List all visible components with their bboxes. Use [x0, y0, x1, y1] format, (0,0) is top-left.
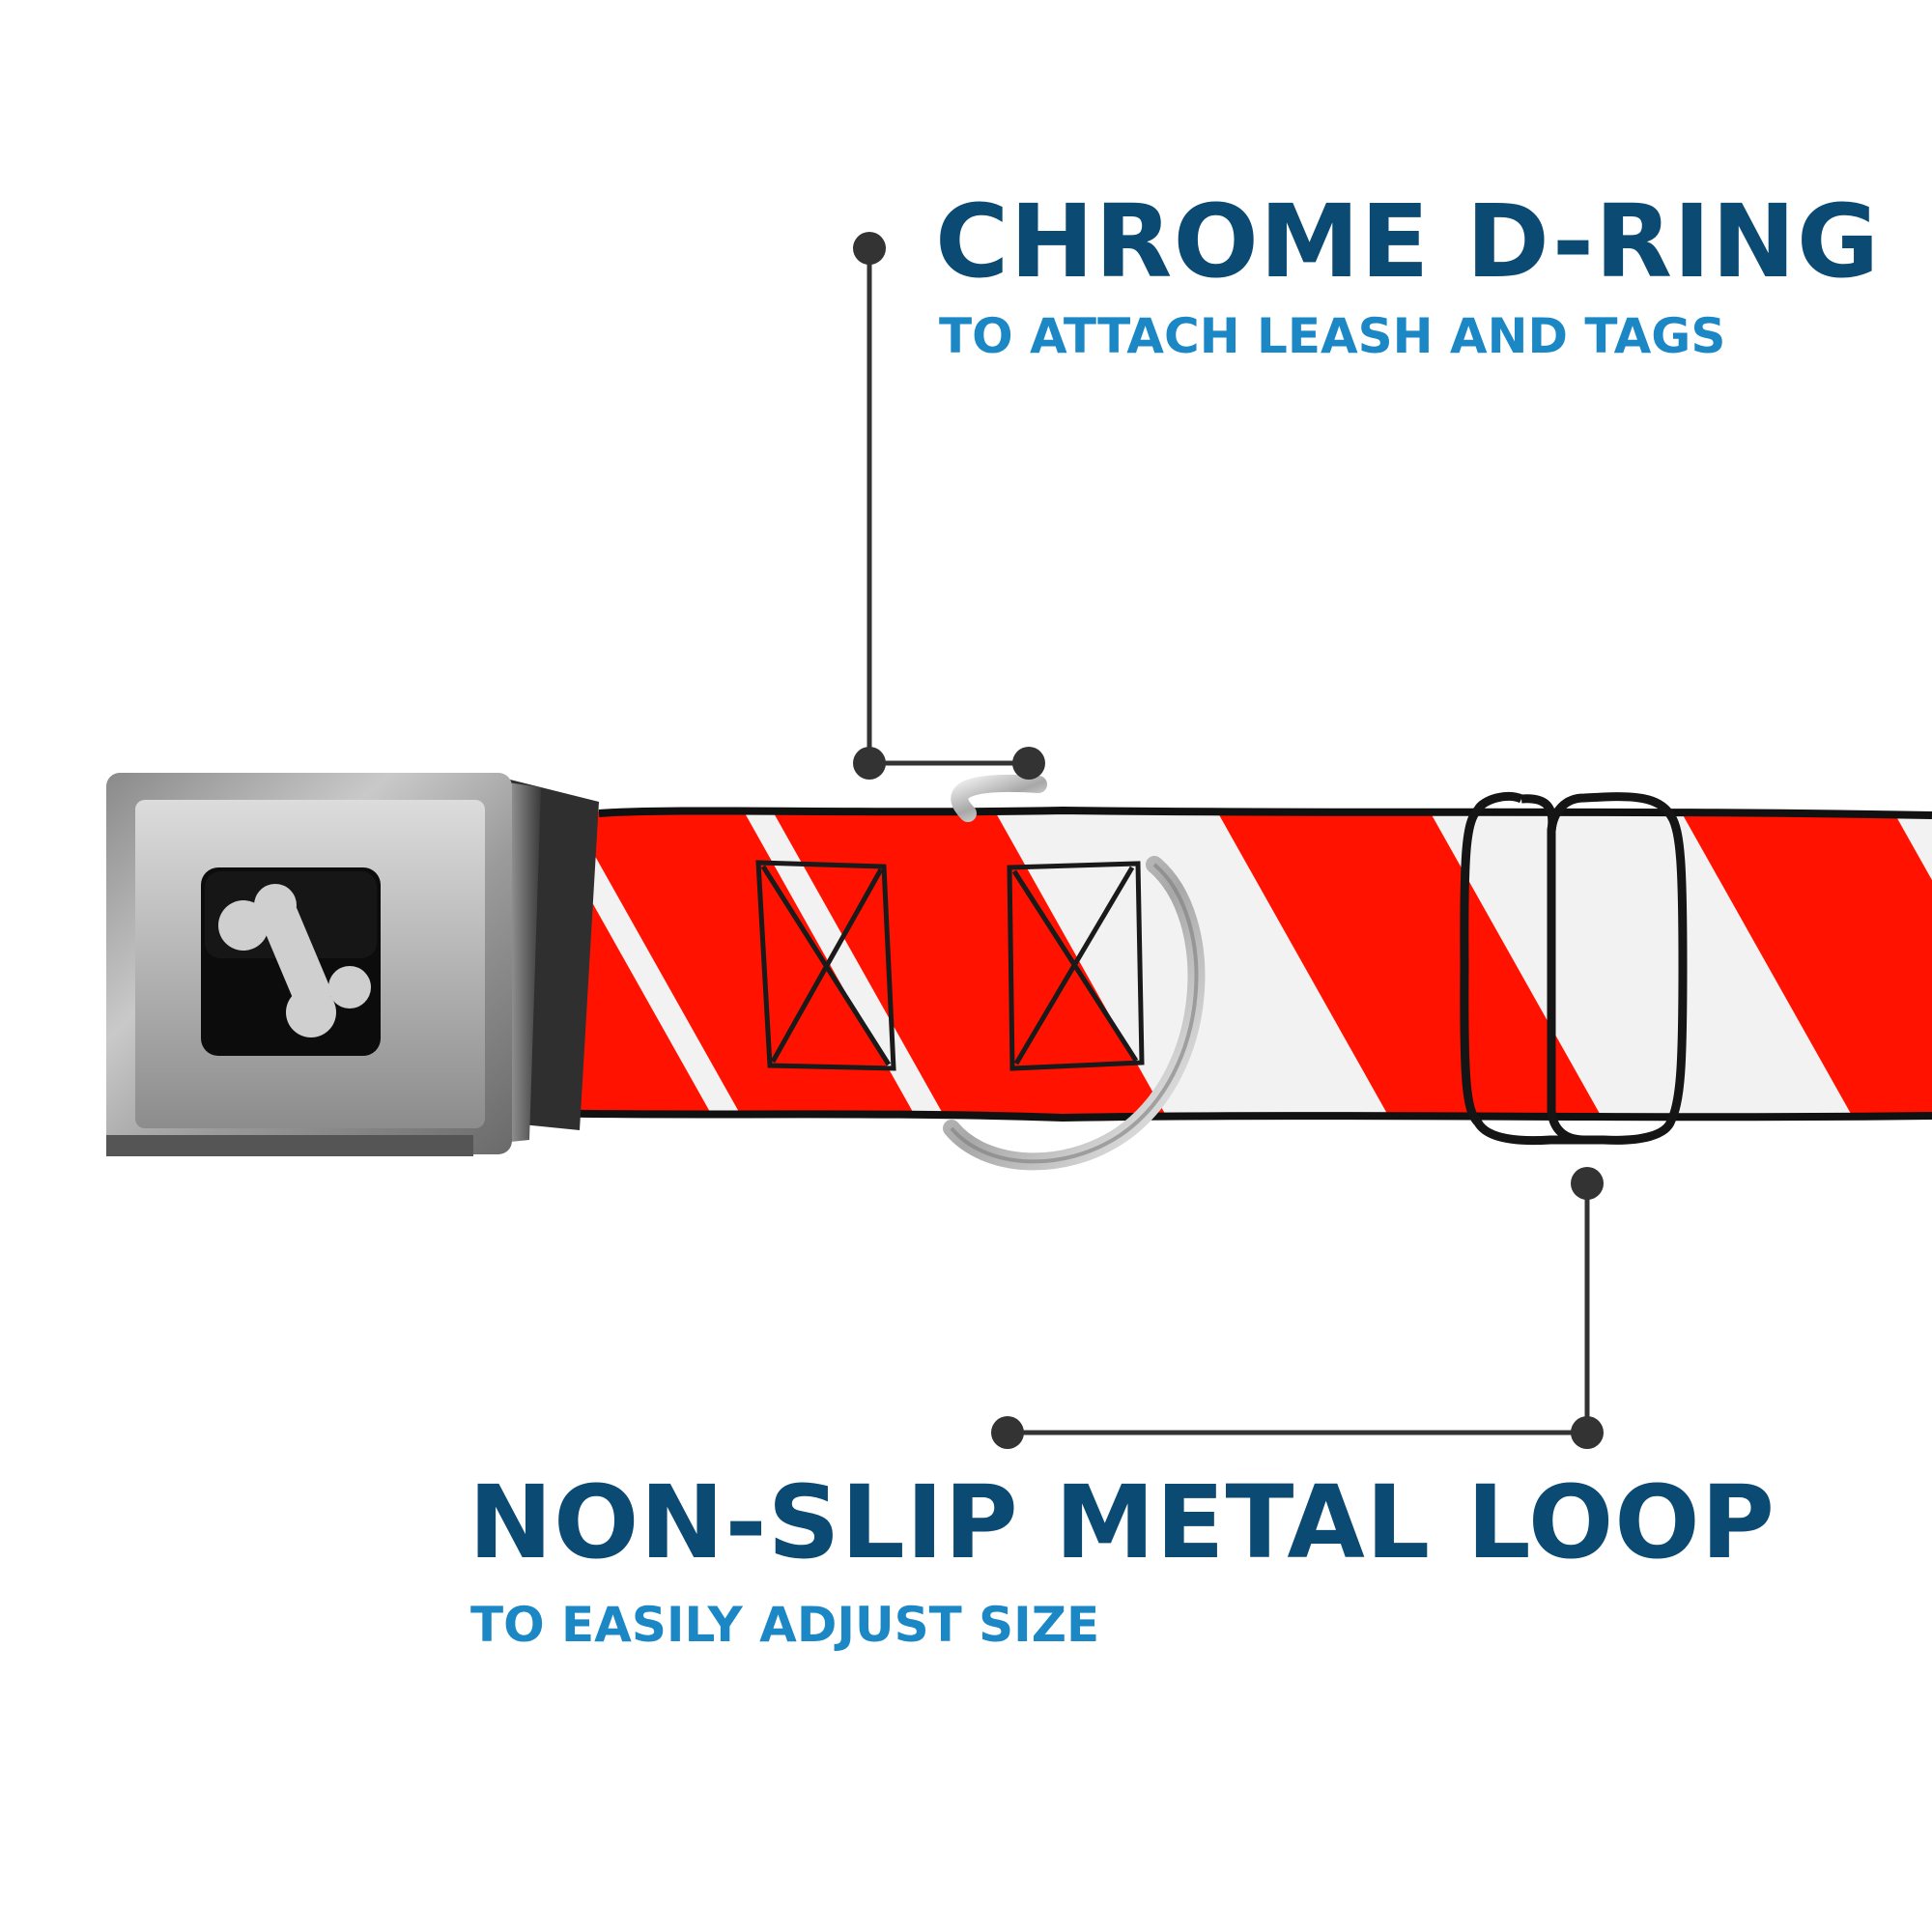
- dring-subtitle: TO ATTACH LEASH AND TAGS: [939, 308, 1726, 364]
- loop-leader-line: [991, 1167, 1604, 1449]
- leader-dot: [991, 1416, 1024, 1449]
- collar-strap: [529, 806, 1932, 1122]
- leader-dot: [853, 232, 886, 265]
- stitch-box-right: [1007, 861, 1145, 1071]
- metal-adjust-loop: [1460, 791, 1688, 1146]
- loop-title: NON-SLIP METAL LOOP: [469, 1463, 1776, 1581]
- dring-leader-line: [853, 232, 1045, 780]
- leader-dot: [1571, 1416, 1604, 1449]
- leader-dot: [853, 747, 886, 780]
- bone-icon: [218, 884, 371, 1037]
- dring-title: CHROME D-RING: [935, 183, 1881, 300]
- seatbelt-buckle: [106, 773, 599, 1156]
- leader-dot: [1012, 747, 1045, 780]
- stitch-box-left: [755, 860, 896, 1071]
- loop-subtitle: TO EASILY ADJUST SIZE: [470, 1597, 1100, 1653]
- buckle-logo-badge: [201, 867, 381, 1056]
- chrome-d-ring: [943, 774, 1206, 1171]
- leader-dot: [1571, 1167, 1604, 1200]
